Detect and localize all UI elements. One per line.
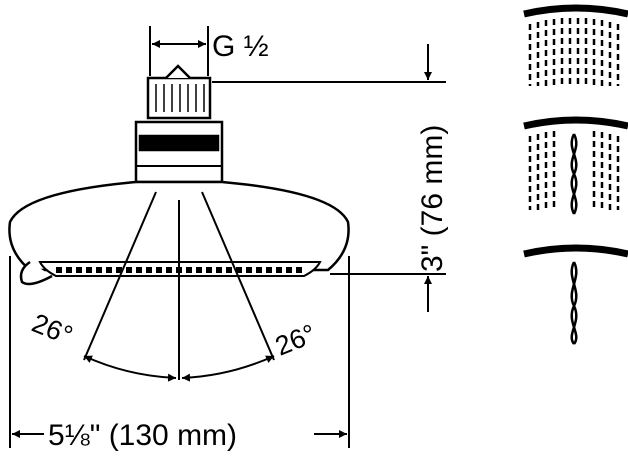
- left-angle-label: 26°: [28, 308, 77, 351]
- right-angle-label: 26°: [271, 318, 320, 361]
- thread-label: G ½: [212, 30, 269, 63]
- spray-lever: [19, 260, 53, 286]
- thread-nut: [146, 76, 212, 120]
- spray-pattern-rain-icon: [523, 4, 628, 86]
- width-label: 5⅛" (130 mm): [48, 419, 237, 452]
- width-dimension: [9, 256, 350, 448]
- thread-ridges: [155, 84, 205, 112]
- housing-band: [138, 134, 220, 152]
- spray-angle-lines: [83, 191, 275, 361]
- ball-joint-housing: [134, 120, 224, 184]
- spray-pattern-mixed-icon: [523, 116, 628, 215]
- thread-dimension: [149, 26, 209, 76]
- height-label: 3" (76 mm): [416, 125, 449, 272]
- right-angle-arc: [181, 355, 275, 382]
- spray-pattern-massage-icon: [523, 244, 628, 345]
- thread-tip: [165, 64, 191, 79]
- left-angle-arc: [83, 355, 177, 382]
